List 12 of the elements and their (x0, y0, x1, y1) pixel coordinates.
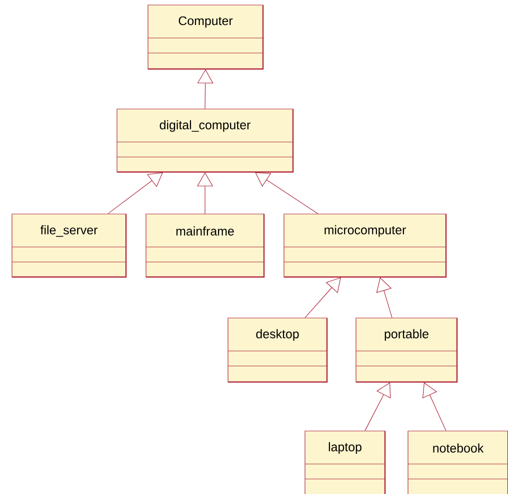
inheritance-arrow (108, 172, 163, 214)
class-box: microcomputer (284, 214, 447, 278)
class-box: portable (356, 318, 458, 383)
class-box: notebook (408, 430, 508, 494)
inheritance-arrow (304, 277, 341, 318)
class-box: file_server (12, 214, 127, 278)
class-box: Computer (148, 4, 264, 70)
class-box: digital_computer (116, 108, 294, 173)
class-box: laptop (304, 430, 386, 494)
inheritance-arrow (255, 172, 318, 214)
class-box: desktop (228, 318, 328, 383)
class-box: mainframe (146, 214, 265, 278)
